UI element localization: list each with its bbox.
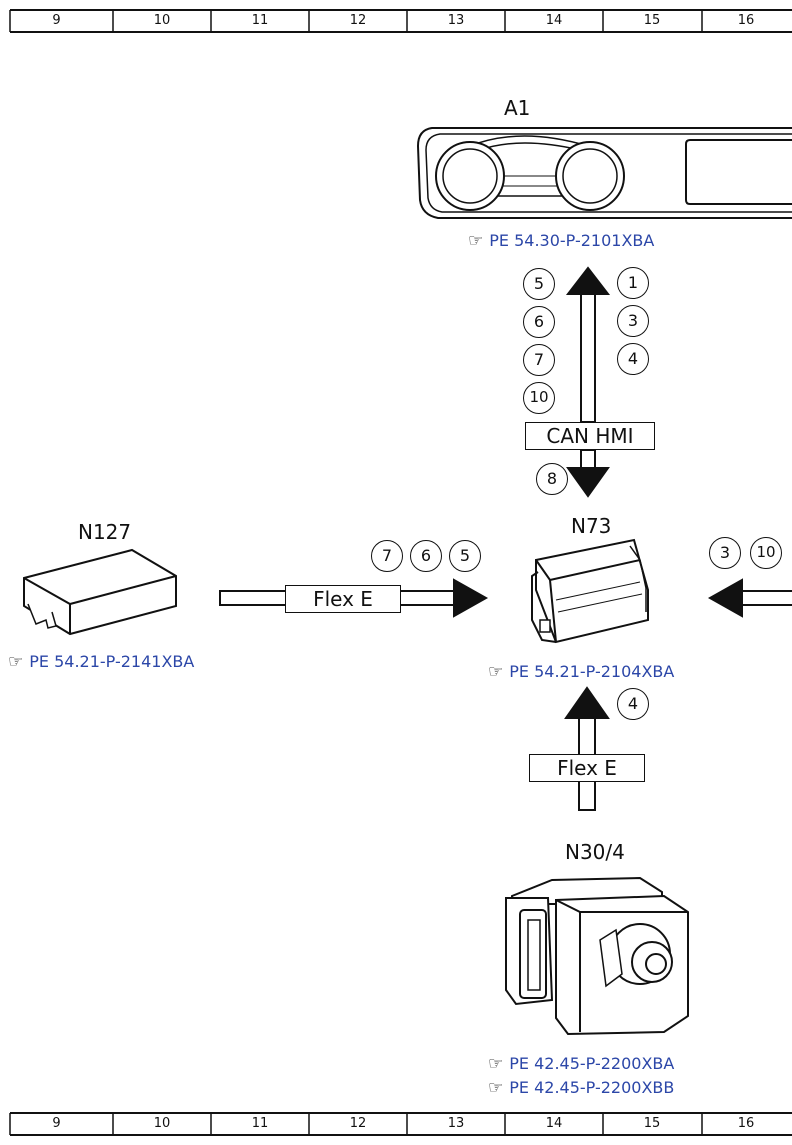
grid-col-15: 15: [643, 1116, 661, 1131]
signal-circle: 6: [410, 540, 442, 572]
n30-4-reference-text-1: PE 42.45-P-2200XBA: [509, 1054, 675, 1073]
a1-reference-text: PE 54.30-P-2101XBA: [489, 231, 655, 250]
pointing-hand-icon: ☞: [468, 231, 484, 251]
pointing-hand-icon: ☞: [8, 652, 24, 672]
flex-e-bus-label-bottom: Flex E: [529, 754, 645, 782]
grid-col-13: 13: [447, 13, 465, 28]
flex-e-bus-label-left: Flex E: [285, 585, 401, 613]
n30-4-reference-link-1[interactable]: ☞ PE 42.45-P-2200XBA: [488, 1054, 674, 1074]
right-input-arrow: [707, 578, 792, 618]
grid-col-10: 10: [153, 13, 171, 28]
pointing-hand-icon: ☞: [488, 1078, 504, 1098]
a1-instrument-cluster-drawing: [416, 127, 792, 219]
n30-4-hydraulic-unit-drawing: [505, 876, 689, 1036]
grid-col-16: 16: [737, 1116, 755, 1131]
signal-circle: 7: [371, 540, 403, 572]
grid-col-15: 15: [643, 13, 661, 28]
signal-circle: 5: [523, 268, 555, 300]
grid-col-12: 12: [349, 1116, 367, 1131]
n73-module-drawing: [531, 538, 649, 644]
signal-circle: 8: [536, 463, 568, 495]
signal-circle: 7: [523, 344, 555, 376]
n127-reference-link[interactable]: ☞ PE 54.21-P-2141XBA: [8, 652, 194, 672]
pointing-hand-icon: ☞: [488, 662, 504, 682]
grid-col-13: 13: [447, 1116, 465, 1131]
n127-label: N127: [78, 520, 132, 544]
grid-col-16: 16: [737, 13, 755, 28]
signal-circle: 5: [449, 540, 481, 572]
a1-label: A1: [504, 96, 531, 120]
signal-circle: 1: [617, 267, 649, 299]
pointing-hand-icon: ☞: [488, 1054, 504, 1074]
n127-reference-text: PE 54.21-P-2141XBA: [29, 652, 195, 671]
can-hmi-arrow-down: [566, 449, 610, 498]
grid-col-14: 14: [545, 13, 563, 28]
grid-col-11: 11: [251, 1116, 269, 1131]
n73-reference-text: PE 54.21-P-2104XBA: [509, 662, 675, 681]
grid-col-14: 14: [545, 1116, 563, 1131]
grid-col-12: 12: [349, 13, 367, 28]
n30-4-reference-link-2[interactable]: ☞ PE 42.45-P-2200XBB: [488, 1078, 674, 1098]
n73-reference-link[interactable]: ☞ PE 54.21-P-2104XBA: [488, 662, 674, 682]
a1-reference-link[interactable]: ☞ PE 54.30-P-2101XBA: [468, 231, 654, 251]
signal-circle: 6: [523, 306, 555, 338]
signal-circle: 10: [523, 382, 555, 414]
n73-label: N73: [571, 514, 612, 538]
signal-circle: 3: [709, 537, 741, 569]
signal-circle: 3: [617, 305, 649, 337]
signal-circle: 10: [750, 537, 782, 569]
bottom-grid-header: 9 10 11 12 13 14 15 16: [0, 1113, 792, 1135]
top-grid-header: 9 10 11 12 13 14 15 16: [0, 10, 792, 32]
can-hmi-arrow-up: [565, 266, 611, 423]
n30-4-label: N30/4: [565, 840, 625, 864]
can-hmi-bus-label: CAN HMI: [525, 422, 655, 450]
bottom-grid-lines: [9, 1112, 792, 1136]
top-grid-lines: [9, 9, 792, 33]
grid-col-11: 11: [251, 13, 269, 28]
grid-col-9: 9: [52, 13, 61, 28]
grid-col-10: 10: [153, 1116, 171, 1131]
n30-4-reference-text-2: PE 42.45-P-2200XBB: [509, 1078, 675, 1097]
grid-col-9: 9: [52, 1116, 61, 1131]
n127-module-drawing: [23, 548, 177, 636]
signal-circle: 4: [617, 343, 649, 375]
signal-circle: 4: [617, 688, 649, 720]
flex-e-arrow-up: [564, 686, 610, 811]
